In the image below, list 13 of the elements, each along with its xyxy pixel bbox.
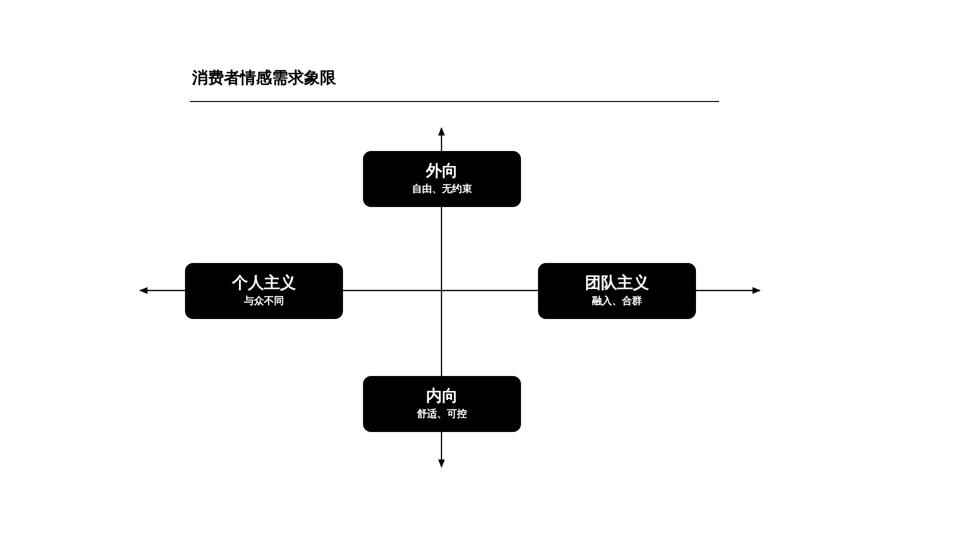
quadrant-box bbox=[538, 263, 696, 319]
quadrant-description: 自由、无约束 bbox=[412, 183, 472, 197]
quadrant-box bbox=[363, 376, 521, 432]
quadrant-description: 与众不同 bbox=[244, 295, 284, 309]
quadrant-heading: 外向 bbox=[426, 161, 458, 181]
quadrant-box bbox=[363, 151, 521, 207]
quadrant-box bbox=[185, 263, 343, 319]
title: 消费者情感需求象限 bbox=[192, 68, 336, 89]
quadrant-heading: 团队主义 bbox=[585, 273, 649, 293]
quadrant-heading: 个人主义 bbox=[232, 273, 296, 293]
quadrant-description: 融入、合群 bbox=[592, 295, 642, 309]
quadrant-description: 舒适、可控 bbox=[417, 408, 467, 422]
quadrant-heading: 内向 bbox=[426, 386, 458, 406]
